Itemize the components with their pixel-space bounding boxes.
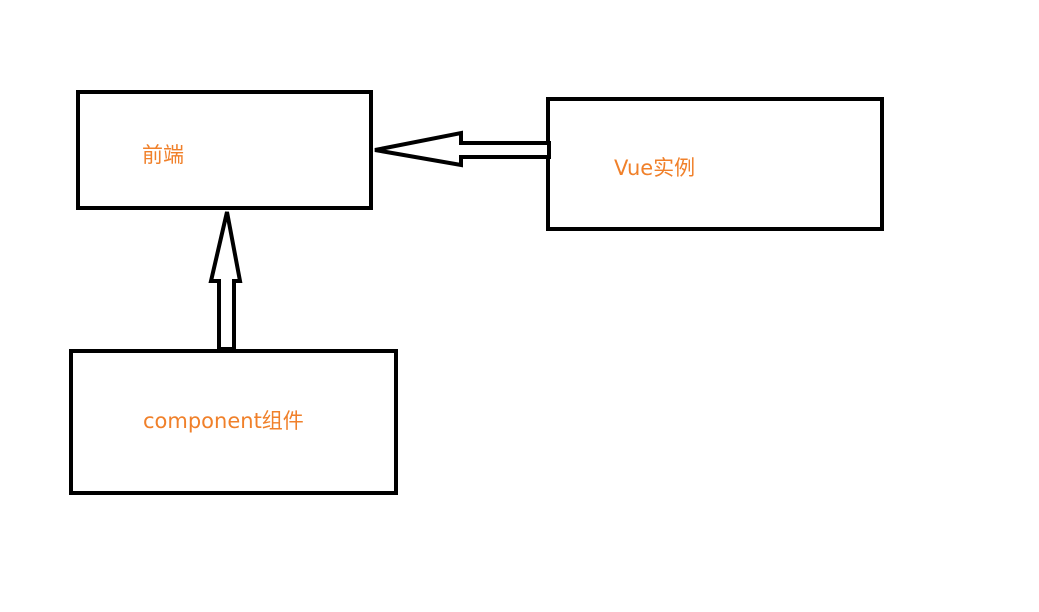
vue-instance-box xyxy=(546,97,884,231)
component-label: component组件 xyxy=(143,409,304,433)
arrow-vue-to-frontend xyxy=(374,130,551,168)
component-box xyxy=(69,349,398,495)
frontend-box xyxy=(76,90,373,210)
arrow-component-to-frontend xyxy=(208,211,243,351)
vue-instance-label: Vue实例 xyxy=(614,156,696,180)
frontend-label: 前端 xyxy=(142,143,184,167)
